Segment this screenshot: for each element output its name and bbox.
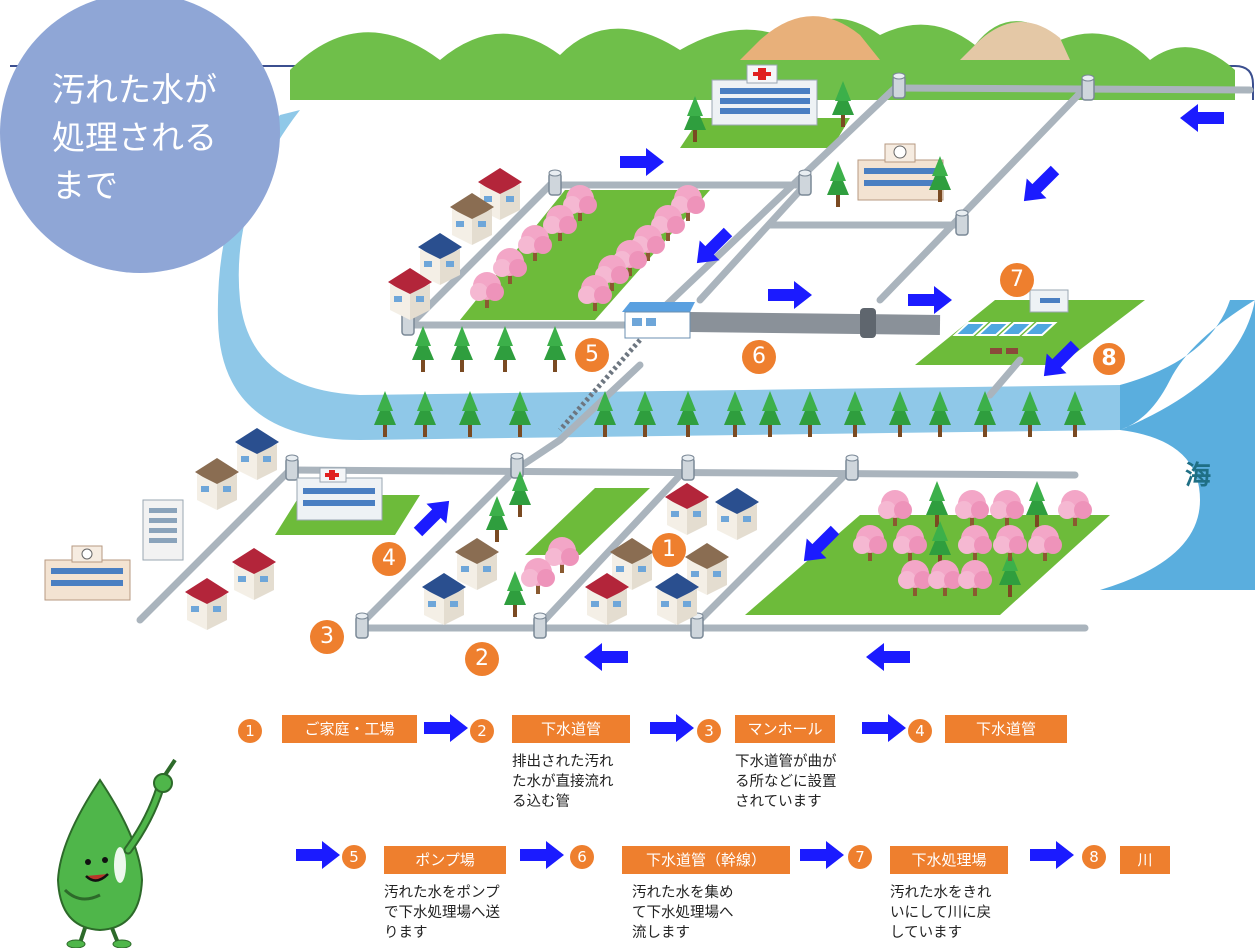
- step-1-label: ご家庭・工場: [282, 715, 417, 743]
- mountain-range: [290, 16, 1235, 100]
- mascot-water-drop-icon: [56, 758, 177, 948]
- river: [217, 110, 1120, 440]
- sea-label: 海: [1185, 461, 1212, 491]
- sea: [1100, 300, 1255, 590]
- trunk-sewer: [689, 312, 941, 335]
- step-3-label: マンホール: [735, 715, 835, 743]
- pump-station-icon: [622, 302, 695, 339]
- park-upper: [460, 190, 710, 320]
- step-5-description: 汚れた水をポンプ で下水処理場へ送 ります: [384, 885, 500, 941]
- step-1-number: 1: [238, 719, 262, 743]
- map-marker-5: 5: [575, 338, 609, 372]
- map-marker-6: 6: [742, 340, 776, 374]
- step-7-label: 下水処理場: [890, 846, 1008, 874]
- step-8-number: 8: [1082, 845, 1106, 869]
- map-marker-2: 2: [465, 642, 499, 676]
- sewer-pipes: [136, 84, 1254, 632]
- step-6-description: 汚れた水を集め て下水処理場へ 流します: [632, 885, 734, 941]
- step-8-label: 川: [1120, 846, 1170, 874]
- map-marker-4: 4: [372, 542, 406, 576]
- step-7-description: 汚れた水をきれ いにして川に戻 しています: [890, 885, 992, 941]
- step-2-number: 2: [470, 719, 494, 743]
- step-4-label: 下水道管: [945, 715, 1067, 743]
- map-marker-7: 7: [1000, 263, 1034, 297]
- page-title: 汚れた水が 処理される まで: [52, 70, 217, 205]
- step-6-number: 6: [570, 845, 594, 869]
- step-7-number: 7: [848, 845, 872, 869]
- hospital-icon: [296, 467, 383, 521]
- apartment-icon: [142, 499, 184, 561]
- school-icon: [857, 143, 944, 201]
- step-5-number: 5: [342, 845, 366, 869]
- hospital-icon: [711, 64, 818, 126]
- step-3-number: 3: [697, 719, 721, 743]
- step-2-description: 排出された汚れ た水が直接流れ る込む管: [512, 754, 614, 810]
- step-4-number: 4: [908, 719, 932, 743]
- map-marker-1: 1: [652, 533, 686, 567]
- step-5-label: ポンプ場: [384, 846, 506, 874]
- map-marker-8: 8: [1090, 340, 1128, 378]
- step-6-label: 下水道管（幹線）: [622, 846, 790, 874]
- school-icon: [44, 545, 131, 601]
- treatment-plant-icon: [952, 289, 1069, 354]
- step-2-label: 下水道管: [512, 715, 630, 743]
- step-3-description: 下水道管が曲が る所などに設置 されています: [735, 754, 837, 810]
- map-marker-3: 3: [310, 620, 344, 654]
